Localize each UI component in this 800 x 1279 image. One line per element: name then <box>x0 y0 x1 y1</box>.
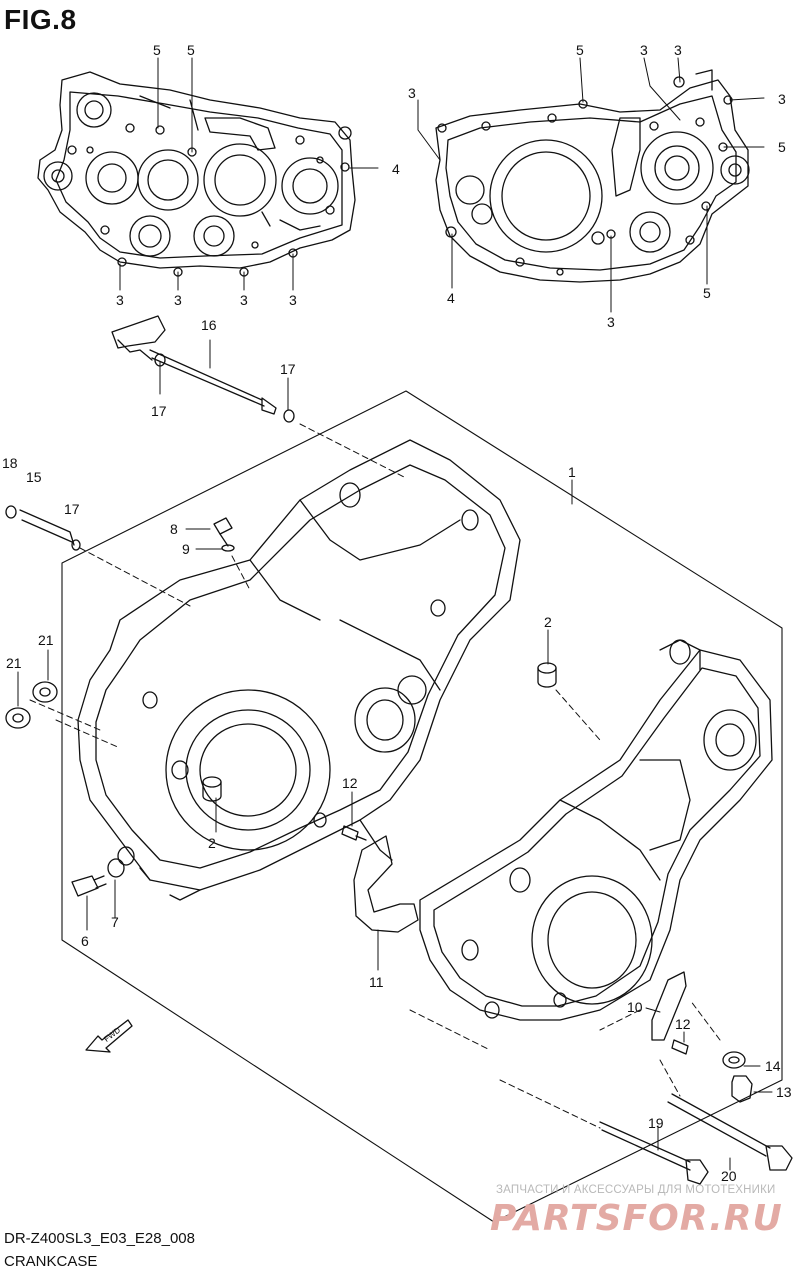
drain-bolt-and-washer <box>71 846 135 897</box>
callout-14: 14 <box>765 1058 781 1074</box>
callout-3: 3 <box>240 292 248 308</box>
callout-3: 3 <box>607 314 615 330</box>
callout-5: 5 <box>703 285 711 301</box>
callout-3: 3 <box>174 292 182 308</box>
callout-5: 5 <box>153 42 161 58</box>
callout-3: 3 <box>408 85 416 101</box>
fwd-arrow <box>85 1019 133 1053</box>
right-crankcase-inner-view <box>435 69 750 283</box>
right-crankcase-main-view <box>419 639 773 1021</box>
dowel-pins <box>202 662 557 802</box>
callout-7: 7 <box>111 914 119 930</box>
callout-4: 4 <box>447 290 455 306</box>
callout-15: 15 <box>26 469 42 485</box>
callout-18: 18 <box>2 455 18 471</box>
shaft-pin-assembly <box>5 505 81 551</box>
callout-3: 3 <box>674 42 682 58</box>
bolt-lower <box>671 1039 689 1055</box>
callout-11: 11 <box>369 974 384 990</box>
callout-16: 16 <box>201 317 217 333</box>
callout-3: 3 <box>116 292 124 308</box>
callout-17: 17 <box>64 501 80 517</box>
hose-bracket <box>353 835 419 933</box>
section-name: CRANKCASE <box>4 1253 98 1270</box>
callout-5: 5 <box>778 139 786 155</box>
clip <box>651 971 687 1041</box>
left-crankcase-main-view <box>77 439 521 901</box>
plug-assembly <box>722 1051 753 1103</box>
callout-3: 3 <box>778 91 786 107</box>
callout-8: 8 <box>170 521 178 537</box>
leader-lines <box>17 57 773 1171</box>
model-code: DR-Z400SL3_E03_E28_008 <box>4 1230 195 1247</box>
dashed-assembly-lines <box>29 423 721 1129</box>
oil-pipe-assembly <box>111 315 295 423</box>
callout-21: 21 <box>38 632 54 648</box>
exploded-view-outline <box>61 390 783 1223</box>
callout-12: 12 <box>342 775 358 791</box>
callout-2: 2 <box>544 614 552 630</box>
callout-5: 5 <box>576 42 584 58</box>
callout-4: 4 <box>392 161 400 177</box>
plug-and-gasket <box>213 517 235 552</box>
left-crankcase-inner-view <box>37 71 356 277</box>
callout-19: 19 <box>648 1115 664 1131</box>
callout-labels: 5 5 4 3 3 3 3 5 3 3 3 3 5 4 3 5 16 17 17… <box>2 42 792 1184</box>
callout-13: 13 <box>776 1084 792 1100</box>
callout-1: 1 <box>568 464 576 480</box>
callout-5: 5 <box>187 42 195 58</box>
callout-3: 3 <box>289 292 297 308</box>
callout-2: 2 <box>208 835 216 851</box>
callout-20: 20 <box>721 1168 737 1184</box>
long-bolts <box>599 1093 793 1185</box>
callout-21: 21 <box>6 655 22 671</box>
bolt-upper <box>341 825 367 841</box>
watermark-brand: PARTSFOR.RU <box>490 1198 783 1239</box>
callout-17: 17 <box>151 403 167 419</box>
figure-title: FIG.8 <box>4 4 77 35</box>
callout-12: 12 <box>675 1016 691 1032</box>
washers <box>5 681 58 729</box>
callout-10: 10 <box>627 999 643 1015</box>
callout-6: 6 <box>81 933 89 949</box>
callout-17: 17 <box>280 361 296 377</box>
callout-9: 9 <box>182 541 190 557</box>
watermark-tagline: ЗАПЧАСТИ И АКСЕССУАРЫ ДЛЯ МОТОТЕХНИКИ <box>496 1184 776 1196</box>
callout-3: 3 <box>640 42 648 58</box>
